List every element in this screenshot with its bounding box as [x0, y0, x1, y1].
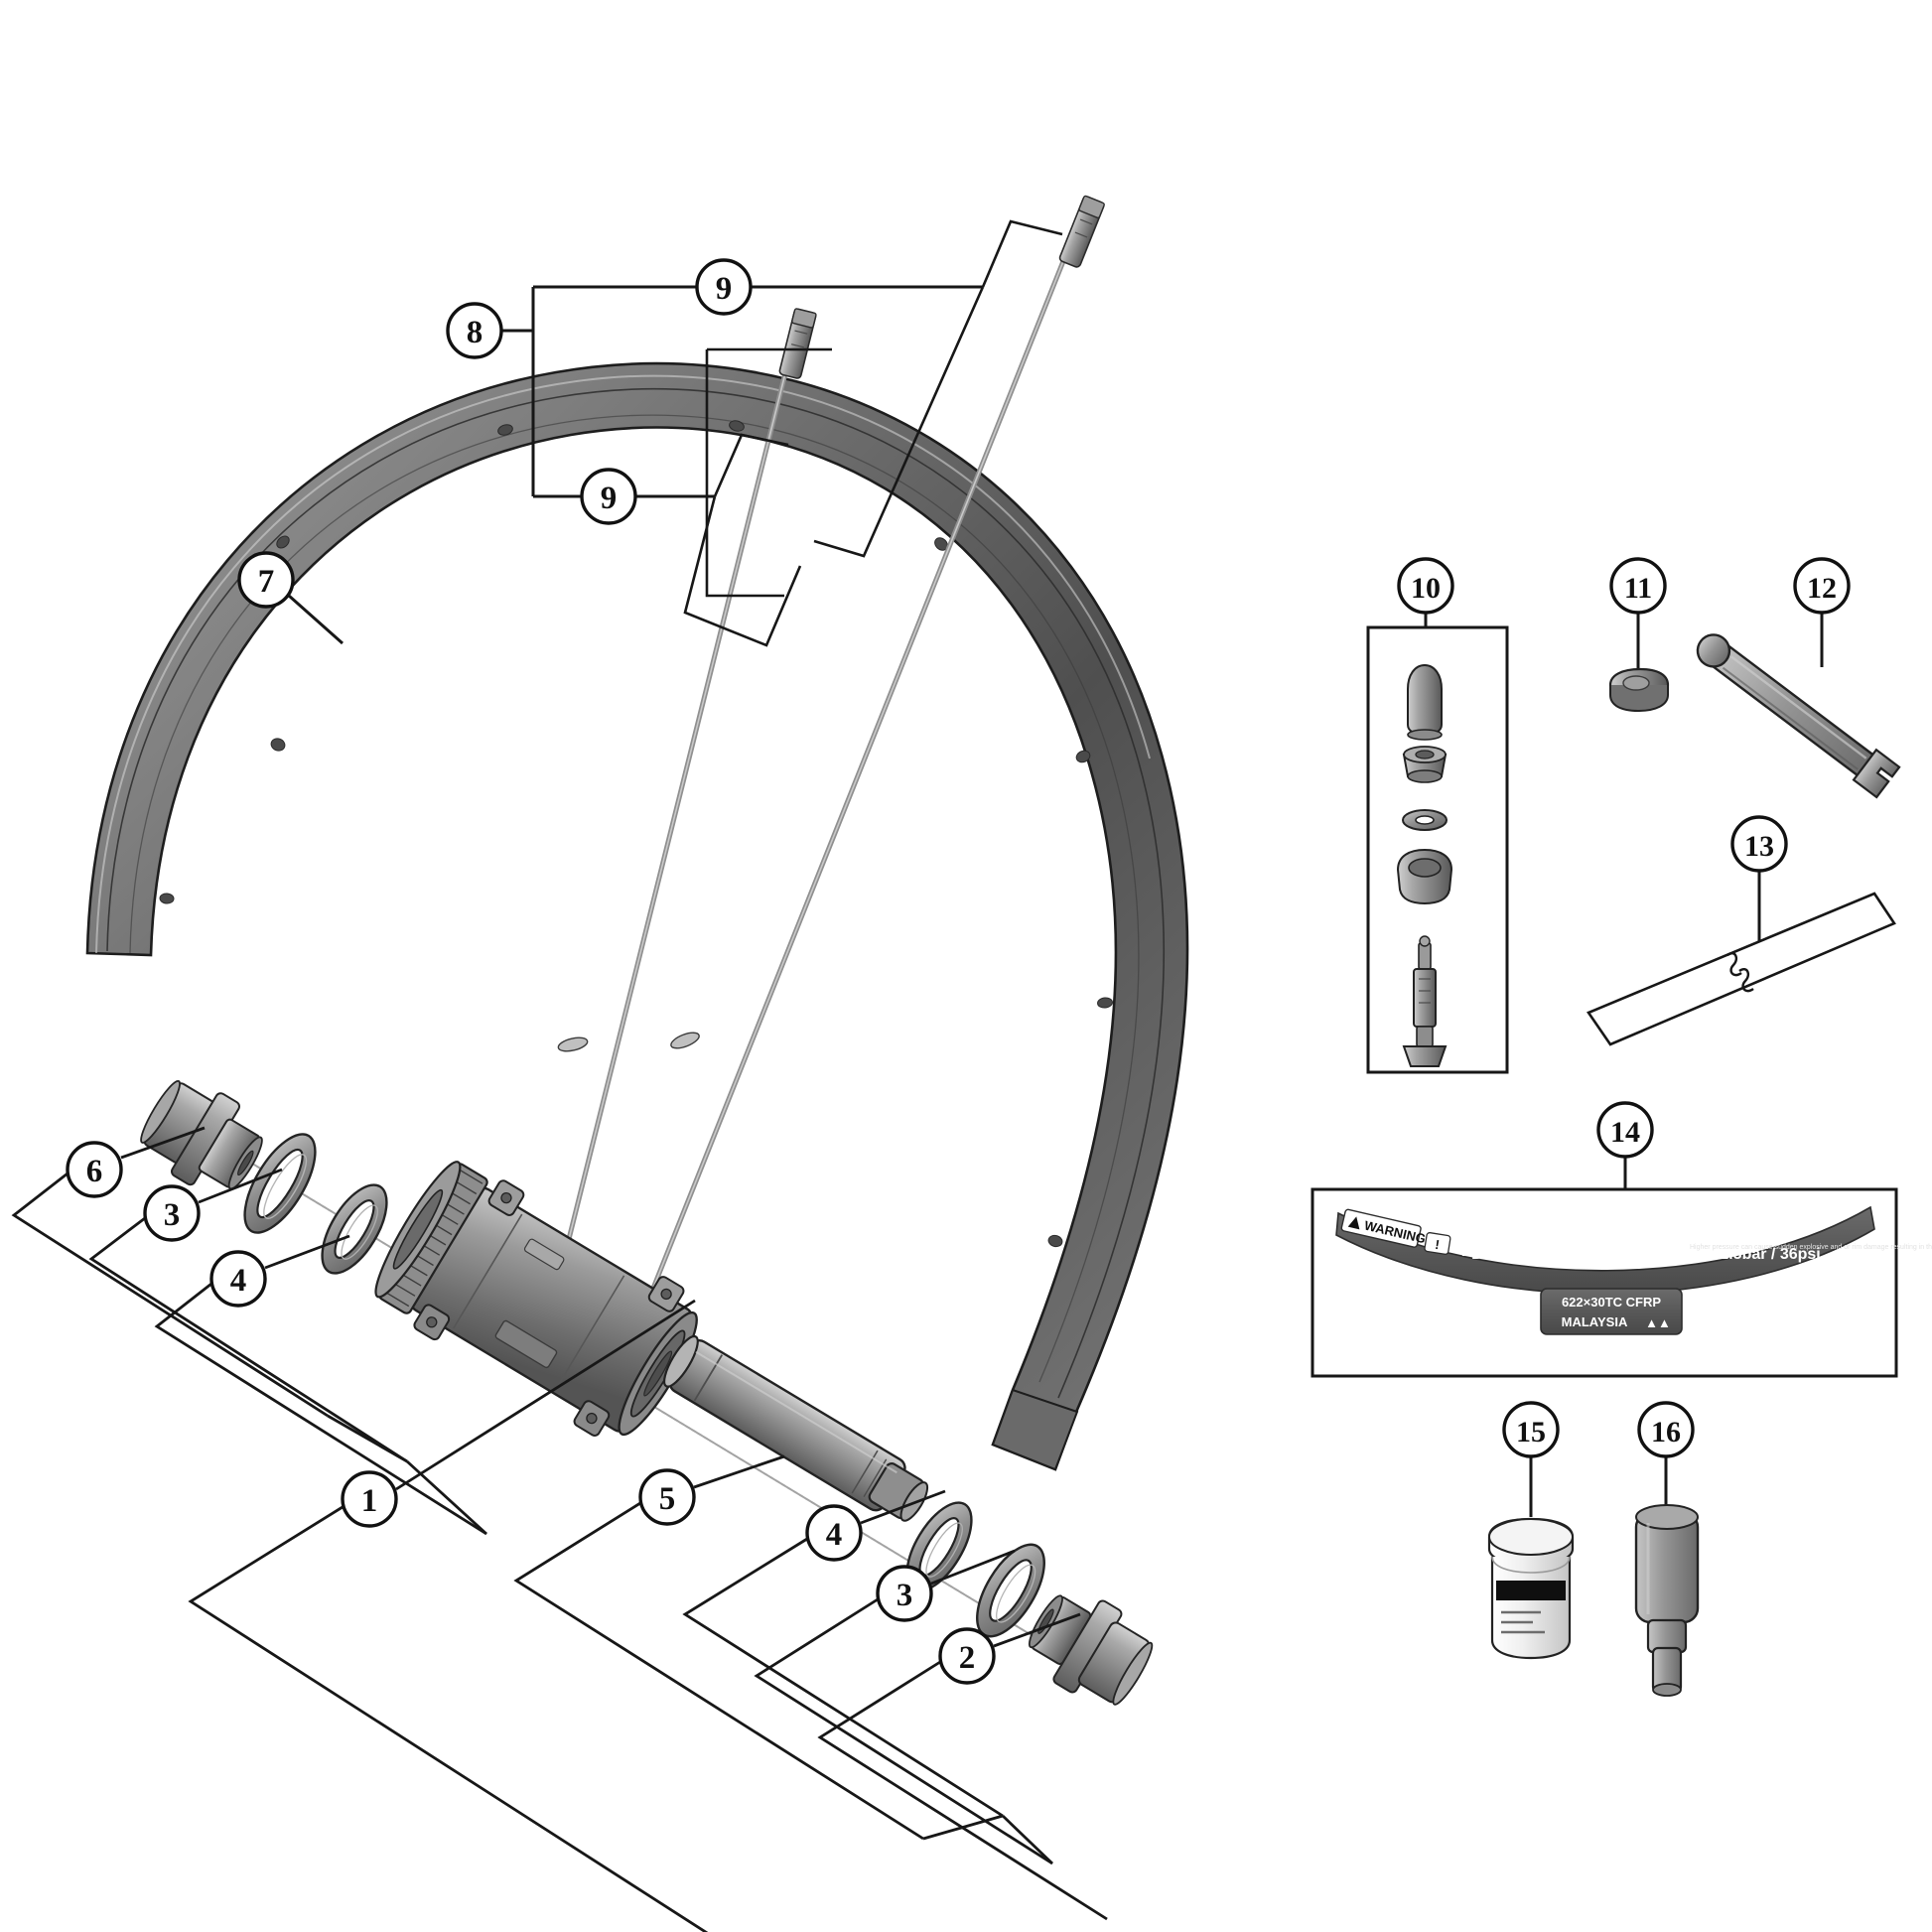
spec-chip: 622×30TC CFRP MALAYSIA ▲▲: [1540, 1288, 1683, 1335]
callout-12-label: 12: [1807, 572, 1837, 605]
rim-spoke-holes: [159, 420, 1113, 1248]
valve-lock-nut: [1402, 746, 1448, 783]
bracket-connectors: [327, 1414, 1053, 1865]
warning-decal-text: WARNING ! ▪ Disc brake only! ▪ Max. pres…: [1340, 1208, 1932, 1263]
spec-line-2-text: MALAYSIA: [1562, 1314, 1628, 1329]
spoke-wrench: [1696, 613, 1901, 799]
hub-shell: [374, 1161, 698, 1437]
spoke-leader-frames: [683, 219, 1063, 647]
callout-10-label: 10: [1411, 572, 1441, 605]
callout-15-label: 15: [1516, 1416, 1546, 1449]
callout-6-label: 6: [86, 1154, 103, 1189]
callout-9b[interactable]: 9: [580, 468, 637, 525]
callout-16[interactable]: 16: [1637, 1401, 1695, 1458]
callout-5[interactable]: 5: [638, 1468, 696, 1526]
callout-2-label: 2: [959, 1640, 976, 1676]
callout-4b[interactable]: 4: [805, 1504, 863, 1562]
spoke-long: [647, 195, 1105, 1299]
valve-stem: [1402, 935, 1448, 1067]
callout-8-label: 8: [467, 315, 483, 350]
spokes: [557, 195, 1105, 1299]
callout-3b-label: 3: [897, 1578, 913, 1613]
callout-9a[interactable]: 9: [695, 258, 753, 316]
callout-16-label: 16: [1651, 1416, 1681, 1449]
callout-9a-label: 9: [716, 271, 733, 307]
rim: [85, 361, 1189, 1471]
bracket-left-group: [11, 1126, 709, 1932]
rim-tape: [1587, 871, 1896, 1046]
callout-4b-label: 4: [826, 1517, 843, 1553]
callout-8[interactable]: 8: [446, 302, 503, 359]
callout-11[interactable]: 11: [1609, 557, 1667, 615]
valve-washer: [1402, 809, 1448, 831]
valve-grommet-inner: [1396, 848, 1453, 905]
callout-1-label: 1: [361, 1483, 378, 1519]
callout-4a-label: 4: [230, 1263, 247, 1299]
callout-7[interactable]: 7: [237, 551, 295, 609]
left-bearing: [321, 1183, 388, 1275]
left-seal-ring: [243, 1133, 317, 1234]
spec-line-1-text: 622×30TC CFRP: [1562, 1295, 1661, 1310]
callout-12[interactable]: 12: [1793, 557, 1851, 615]
valve-grommet: [1608, 613, 1670, 713]
callout-10[interactable]: 10: [1397, 557, 1454, 615]
callout-1[interactable]: 1: [341, 1470, 398, 1528]
spoke-set-bracket: [501, 285, 983, 498]
callout-15[interactable]: 15: [1502, 1401, 1560, 1458]
leader-rim: [288, 594, 344, 645]
callout-6[interactable]: 6: [66, 1141, 123, 1198]
spoke-leader-frames-2: [705, 347, 832, 598]
valve-kit-box: [1366, 613, 1509, 1074]
callout-bubbles: 1 2 3 3 4 4 5 6: [66, 258, 1851, 1685]
right-seal-ring: [976, 1543, 1045, 1638]
callout-3b[interactable]: 3: [876, 1565, 933, 1622]
warning-label-box: WARNING ! ▪ Disc brake only! ▪ Max. pres…: [1311, 1157, 1932, 1378]
callout-14[interactable]: 14: [1596, 1101, 1654, 1159]
warning-line-text: ▪ Disc brake only! ▪ Max. pressure 2.5ba…: [1461, 1246, 1821, 1263]
callout-3a-label: 3: [164, 1197, 181, 1233]
callout-13[interactable]: 13: [1730, 815, 1788, 873]
spoke-short: [557, 308, 817, 1274]
callout-7-label: 7: [258, 564, 275, 600]
right-end-cap: [1028, 1594, 1154, 1706]
callout-2[interactable]: 2: [938, 1627, 996, 1685]
callout-5-label: 5: [659, 1481, 676, 1517]
axle: [663, 1334, 929, 1522]
valve-core-tool: [1634, 1456, 1700, 1697]
callout-13-label: 13: [1744, 830, 1774, 863]
callout-11-label: 11: [1624, 572, 1652, 605]
callout-4a[interactable]: 4: [209, 1250, 267, 1308]
warning-badge-text: !: [1434, 1237, 1441, 1252]
sealant-jar: [1487, 1456, 1575, 1660]
callout-9b-label: 9: [601, 481, 618, 516]
bracket-right-group: [513, 1454, 1108, 1921]
valve-cap: [1407, 663, 1443, 741]
callout-3a[interactable]: 3: [143, 1184, 201, 1242]
callout-14-label: 14: [1610, 1116, 1640, 1149]
warning-tail-text: Higher pressure can cause sudden explosi…: [1690, 1244, 1932, 1251]
spec-mark-text: ▲▲: [1645, 1315, 1671, 1330]
